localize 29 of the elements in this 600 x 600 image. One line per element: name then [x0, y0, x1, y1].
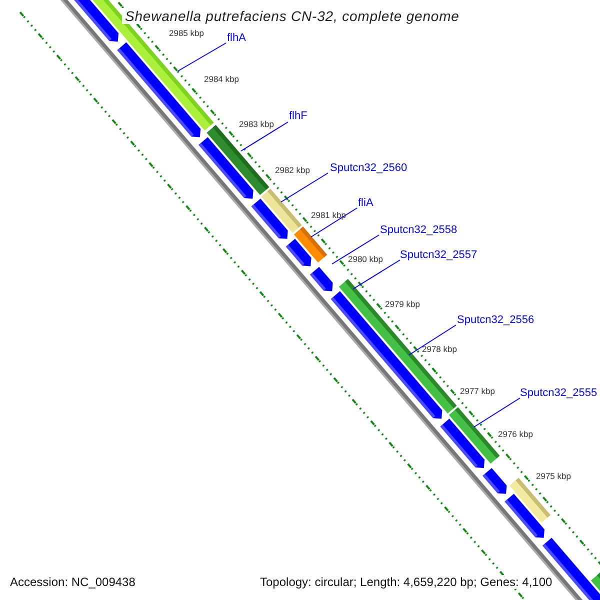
- position-label: 2982 kbp: [275, 166, 310, 174]
- info-text: Topology: circular; Length: 4,659,220 bp; Genes: 4,100: [258, 575, 554, 589]
- position-label: 2977 kbp: [460, 387, 495, 396]
- gene-label: flhA: [227, 33, 246, 44]
- leader-line: [332, 234, 380, 264]
- leader-line: [474, 398, 520, 428]
- gene-label: Sputcn32_2556: [457, 315, 534, 326]
- position-label: 2983 kbp: [239, 120, 274, 128]
- gene-label: Sputcn32_2558: [380, 225, 458, 236]
- position-label: 2979 kbp: [385, 300, 420, 308]
- leader-line: [240, 122, 288, 152]
- gene-label: Sputcn32_2555: [520, 388, 598, 399]
- leader-line: [280, 172, 328, 202]
- leader-line: [310, 208, 358, 238]
- info-text: Accession: NC_009438: [8, 575, 138, 589]
- position-label: 2978 kbp: [422, 345, 457, 354]
- position-label: 2985 kbp: [169, 29, 204, 38]
- gene-label: Sputcn32_2557: [400, 250, 478, 261]
- leader-line: [178, 42, 226, 72]
- leader-line: [352, 260, 400, 290]
- gene-label: Sputcn32_2560: [330, 163, 408, 174]
- position-label: 2981 kbp: [311, 211, 346, 220]
- leader-line: [408, 324, 456, 356]
- position-label: 2984 kbp: [204, 75, 239, 84]
- gene-label: fliA: [358, 198, 374, 209]
- gene-label: flhF: [289, 111, 308, 122]
- position-label: 2975 kbp: [536, 472, 571, 480]
- position-label: 2980 kbp: [348, 255, 383, 264]
- position-label: 2976 kbp: [498, 430, 533, 438]
